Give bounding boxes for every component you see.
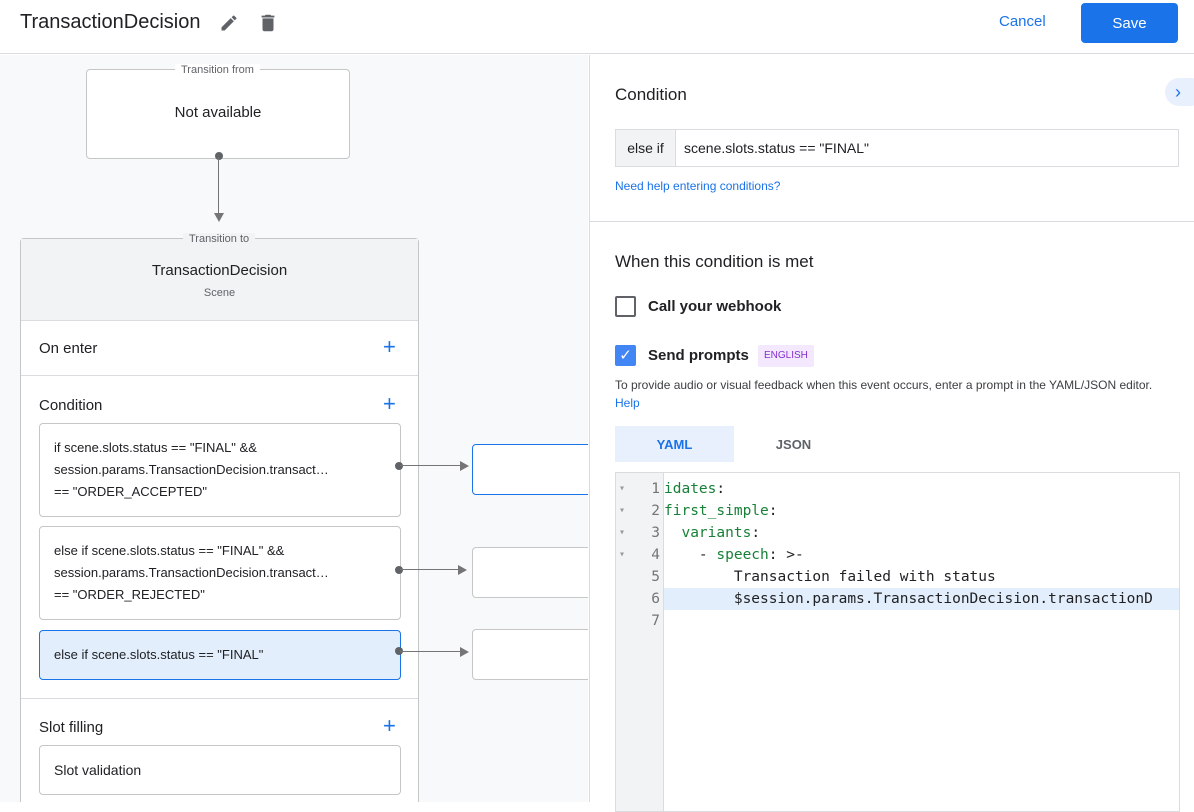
line-number: 3 <box>651 525 660 541</box>
connector-dot <box>215 152 223 160</box>
code-line[interactable]: 7 <box>616 610 1179 632</box>
on-enter-label: On enter <box>39 340 98 357</box>
webhook-checkbox[interactable] <box>615 296 636 317</box>
transition-from-value: Not available <box>174 104 262 121</box>
line-number: 7 <box>651 613 660 629</box>
add-condition-button[interactable]: + <box>383 391 396 416</box>
fold-icon[interactable] <box>616 566 628 588</box>
connector-dot <box>395 462 403 470</box>
arrow-icon <box>458 565 467 575</box>
prompt-description: To provide audio or visual feedback when… <box>615 378 1153 410</box>
edit-icon[interactable] <box>219 13 239 33</box>
flow-canvas: Transition from Not available Transition… <box>0 55 588 802</box>
fold-icon[interactable] <box>616 588 628 610</box>
page-title: TransactionDecision <box>20 11 201 33</box>
target-node[interactable] <box>472 444 588 495</box>
target-node[interactable] <box>472 629 588 680</box>
arrow-icon <box>460 461 469 471</box>
prompts-checkbox[interactable]: ✓ <box>615 345 636 366</box>
scene-name: TransactionDecision <box>151 262 288 279</box>
condition-value[interactable]: scene.slots.status == "FINAL" <box>684 140 870 156</box>
arrow-icon <box>214 213 224 222</box>
webhook-label: Call your webhook <box>648 298 782 315</box>
arrow-icon <box>460 647 469 657</box>
connector-dot <box>395 647 403 655</box>
delete-icon[interactable] <box>257 11 279 35</box>
save-button[interactable]: Save <box>1081 3 1178 43</box>
code-line[interactable]: 6 $session.params.TransactionDecision.tr… <box>616 588 1179 610</box>
line-number: 4 <box>651 547 660 563</box>
scene-subtitle: Scene <box>203 287 236 299</box>
connector-line <box>218 157 219 215</box>
fold-icon[interactable]: ▾ <box>618 527 626 538</box>
line-number: 6 <box>651 591 660 607</box>
code-line[interactable]: ▾3 variants: <box>616 522 1179 544</box>
fold-icon[interactable]: ▾ <box>618 505 626 516</box>
slot-filling-label: Slot filling <box>39 719 104 736</box>
tab-json[interactable]: JSON <box>775 436 812 452</box>
collapse-panel-button[interactable]: › <box>1165 78 1194 106</box>
condition-label: Condition <box>39 397 103 414</box>
connector-dot <box>395 566 403 574</box>
target-node[interactable] <box>472 547 588 598</box>
language-badge: ENGLISH <box>758 345 814 367</box>
transition-from-label: Transition from <box>175 64 260 76</box>
code-line[interactable]: 5 Transaction failed with status <box>616 566 1179 588</box>
condition-item-selected[interactable]: else if scene.slots.status == "FINAL" <box>39 630 401 680</box>
transition-from-card: Transition from Not available <box>86 64 350 159</box>
add-on-enter-button[interactable]: + <box>383 334 396 359</box>
fold-icon[interactable]: ▾ <box>618 483 626 494</box>
condition-input[interactable]: else if scene.slots.status == "FINAL" <box>615 129 1179 167</box>
condition-item[interactable]: else if scene.slots.status == "FINAL" &&… <box>39 526 401 620</box>
condition-item[interactable]: if scene.slots.status == "FINAL" &&sessi… <box>39 423 401 517</box>
line-number: 5 <box>651 569 660 585</box>
line-number: 2 <box>651 503 660 519</box>
condition-title: Condition <box>615 85 687 104</box>
slot-validation-item[interactable]: Slot validation <box>39 745 401 795</box>
cancel-button[interactable]: Cancel <box>999 13 1046 30</box>
add-slot-button[interactable]: + <box>383 713 396 738</box>
help-link[interactable]: Help <box>615 396 640 410</box>
line-number: 1 <box>651 481 660 497</box>
fold-icon[interactable]: ▾ <box>618 549 626 560</box>
transition-to-label: Transition to <box>183 233 256 245</box>
fold-icon[interactable] <box>616 610 628 632</box>
prompts-label: Send prompts <box>648 347 749 364</box>
help-link[interactable]: Need help entering conditions? <box>615 179 781 193</box>
tab-yaml[interactable]: YAML <box>615 426 734 462</box>
condition-panel: › Condition else if scene.slots.status =… <box>589 55 1194 812</box>
header: TransactionDecision Cancel Save <box>0 0 1194 54</box>
condition-prefix: else if <box>616 130 676 166</box>
code-line[interactable]: ▾4 - speech: >- <box>616 544 1179 566</box>
scene-card: Transition to TransactionDecision Scene … <box>20 233 419 802</box>
when-met-title: When this condition is met <box>615 252 814 271</box>
